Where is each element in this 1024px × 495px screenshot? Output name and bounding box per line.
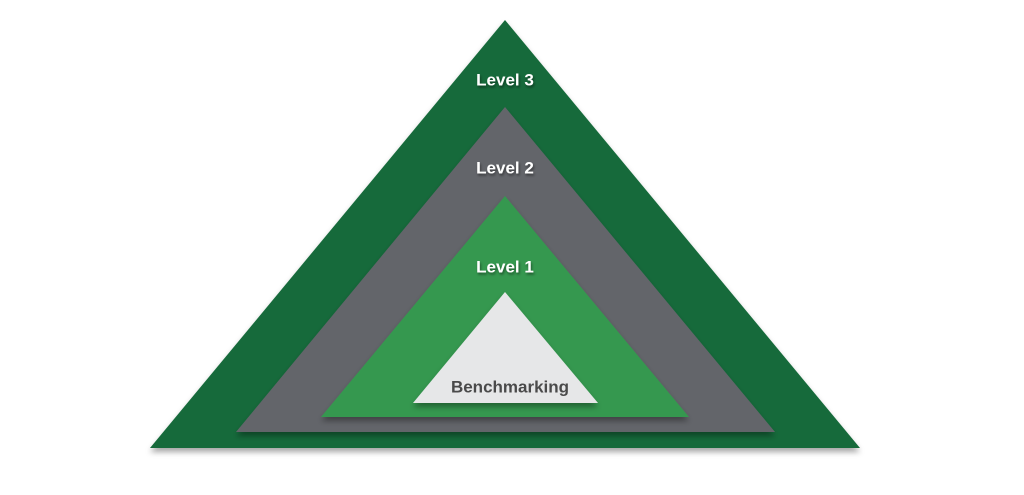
level-2-label: Level 2 [476, 158, 534, 177]
level-3-label: Level 3 [476, 70, 534, 89]
benchmarking-label: Benchmarking [451, 377, 569, 396]
level-1-label: Level 1 [476, 257, 534, 276]
benchmarking-triangle [413, 292, 598, 403]
